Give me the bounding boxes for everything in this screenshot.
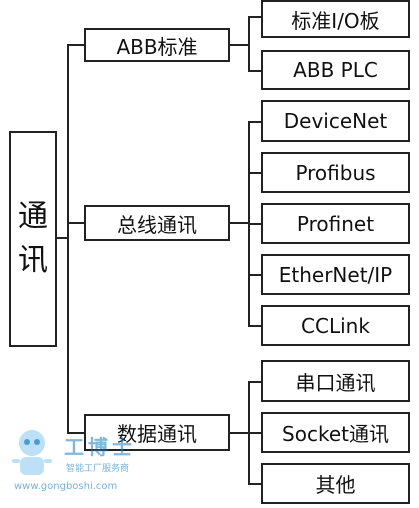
bus-leaf-1-connector	[248, 121, 261, 123]
branch-node-abb-standard: ABB标准	[84, 28, 230, 62]
leaf-node: ABB PLC	[261, 50, 410, 90]
branch-label: ABB标准	[116, 34, 198, 59]
leaf-label: EtherNet/IP	[278, 262, 393, 287]
abb-leaf-1-connector	[248, 16, 261, 18]
trunk-to-bus	[67, 222, 84, 224]
leaf-node: EtherNet/IP	[261, 254, 410, 295]
abb-vertical	[248, 16, 250, 72]
root-char-2: 讯	[18, 243, 48, 278]
watermark-logo: 工博士 智能工厂服务商 www.gongboshi.com	[6, 423, 166, 503]
watermark-url: www.gongboshi.com	[14, 481, 118, 492]
bus-leaf-2-connector	[248, 172, 261, 174]
branch-label: 数据通讯	[117, 422, 197, 446]
trunk-to-data	[67, 432, 84, 434]
branch-node-data-communication: 数据通讯	[84, 414, 230, 451]
leaf-label: Socket通讯	[282, 422, 389, 446]
data-leaf-3-connector	[248, 483, 261, 485]
leaf-node: 串口通讯	[261, 360, 410, 402]
leaf-label: Profibus	[295, 160, 376, 185]
branch-node-bus-communication: 总线通讯	[84, 205, 230, 241]
trunk-to-abb	[67, 44, 84, 46]
data-leaf-1-connector	[248, 381, 261, 383]
branch-label: 总线通讯	[117, 212, 197, 237]
leaf-label: DeviceNet	[283, 109, 388, 133]
data-leaf-2-connector	[248, 432, 261, 434]
leaf-node: Profinet	[261, 203, 410, 244]
watermark-title: 工博士	[64, 435, 136, 459]
leaf-node: 其他	[261, 463, 410, 504]
bus-leaf-3-connector	[248, 223, 261, 225]
leaf-label: 其他	[315, 473, 356, 497]
leaf-node: CCLink	[261, 305, 410, 346]
root-trunk-vertical	[67, 44, 69, 434]
root-node-communication: 通 讯	[9, 131, 57, 347]
watermark-slogan: 智能工厂服务商	[66, 464, 130, 474]
leaf-label: ABB PLC	[293, 58, 378, 82]
leaf-label: CCLink	[301, 313, 370, 338]
leaf-label: 串口通讯	[295, 370, 376, 395]
data-connector	[230, 432, 249, 434]
root-char-1: 通	[18, 199, 48, 234]
bus-connector	[230, 222, 249, 224]
leaf-node: 标准I/O板	[261, 0, 410, 38]
abb-leaf-2-connector	[248, 70, 261, 72]
root-connector-horizontal	[57, 237, 69, 239]
bus-leaf-5-connector	[248, 325, 261, 327]
bus-leaf-4-connector	[248, 274, 261, 276]
leaf-label: 标准I/O板	[291, 8, 380, 33]
abb-connector	[230, 44, 249, 46]
leaf-node: Profibus	[261, 152, 410, 193]
robot-mascot-icon	[12, 430, 52, 475]
leaf-node: DeviceNet	[261, 100, 410, 142]
leaf-label: Profinet	[296, 211, 375, 236]
leaf-node: Socket通讯	[261, 412, 410, 453]
